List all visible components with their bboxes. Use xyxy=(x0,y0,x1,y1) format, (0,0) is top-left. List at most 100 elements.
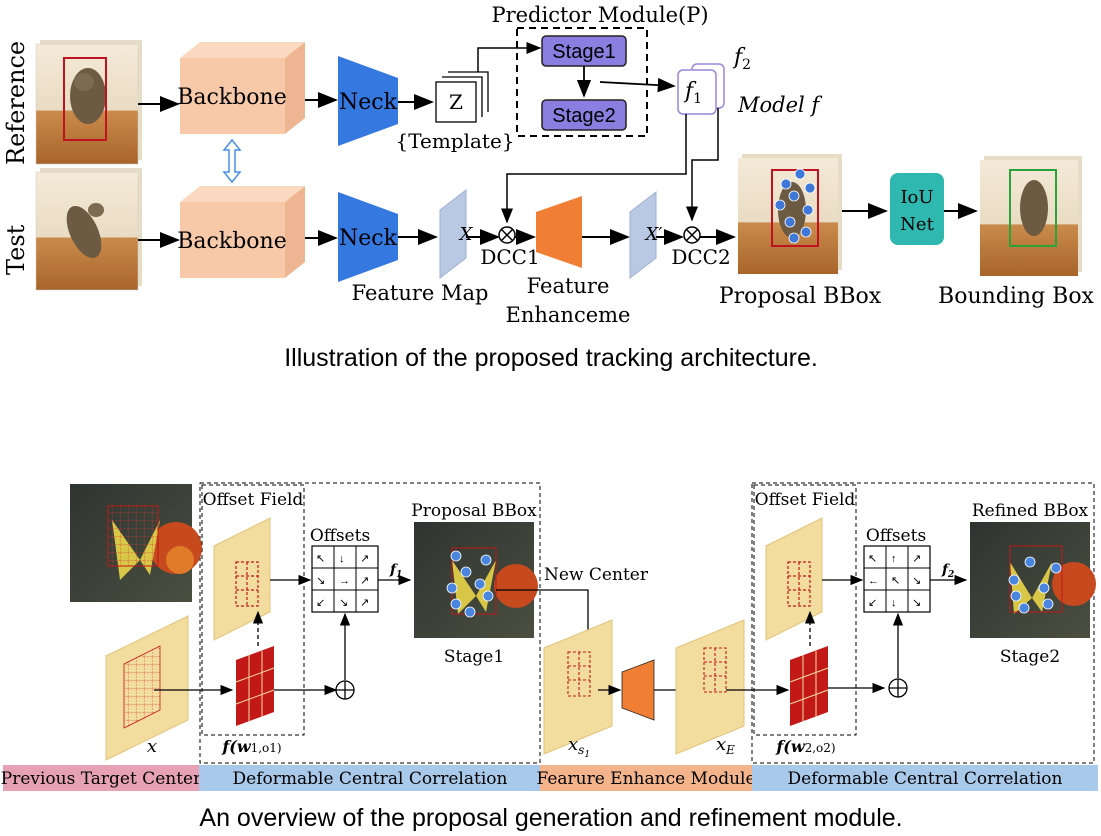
stage2-bottom-label: Stage2 xyxy=(1000,647,1060,667)
svg-text:↙: ↙ xyxy=(868,597,877,609)
svg-text:↘: ↘ xyxy=(912,597,921,609)
refined-bbox-label: Refined BBox xyxy=(972,501,1089,521)
svg-text:Deformable Central Correlation: Deformable Central Correlation xyxy=(788,769,1063,789)
svg-text:Deformable Central Correlation: Deformable Central Correlation xyxy=(233,769,508,789)
previous-target-image xyxy=(70,484,202,602)
svg-text:Z: Z xyxy=(449,90,463,114)
bottom-caption: An overview of the proposal generation a… xyxy=(199,804,902,832)
offset-field-plane-1 xyxy=(213,517,271,641)
svg-text:↖: ↖ xyxy=(868,553,877,565)
model-f-boxes: f1 xyxy=(677,63,725,115)
offsets-label-1: Offsets xyxy=(310,526,370,546)
arrow-right-icon xyxy=(501,114,687,224)
xs1-feature-plane xyxy=(543,619,613,755)
svg-text:Previous Target Center: Previous Target Center xyxy=(1,769,202,789)
reference-row-label: Reference xyxy=(2,41,30,165)
feature-map-x-prime: X′ xyxy=(629,190,663,280)
bar-dcc-2 xyxy=(752,765,1098,791)
reference-image xyxy=(35,40,142,165)
test-row-label: Test xyxy=(2,224,30,275)
bar-dcc-1 xyxy=(199,765,540,791)
predictor-title: Predictor Module(P) xyxy=(491,3,708,27)
top-caption: Illustration of the proposed tracking ar… xyxy=(284,344,818,372)
bar-feature-enhance xyxy=(540,765,752,791)
bounding-box-image xyxy=(980,156,1082,276)
neck-block-reference: Neck xyxy=(338,56,398,146)
predictor-module-box xyxy=(516,27,648,137)
proposal-bbox-bottom-label: Proposal BBox xyxy=(411,501,537,521)
svg-text:↗: ↗ xyxy=(360,597,369,609)
neck-label-test: Neck xyxy=(339,226,398,251)
offsets-grid-1: ↖ ↓ ↗ ↘ → ↗ ↙ ↘ ↗ xyxy=(311,545,379,613)
template-label: {Template} xyxy=(395,129,514,153)
model-f-label: Model f xyxy=(737,93,822,117)
svg-text:↖: ↖ xyxy=(891,575,900,587)
feature-enhance-block xyxy=(621,659,655,721)
feature-enhancement-block xyxy=(536,196,582,268)
svg-text:←: ← xyxy=(868,575,879,587)
backbone-block-reference: Backbone xyxy=(177,42,305,134)
proposal-bbox-label: Proposal BBox xyxy=(719,284,882,309)
iou-net-block: IoU Net xyxy=(890,173,944,245)
svg-text:→: → xyxy=(339,575,350,587)
backbone-label-reference: Backbone xyxy=(177,85,286,110)
offset-field-label-1: Offset Field xyxy=(203,490,304,510)
f1-bottom-label: f1 xyxy=(389,562,402,580)
x-feature-plane xyxy=(105,615,189,761)
svg-text:↘: ↘ xyxy=(316,575,325,587)
dcc-region-2 xyxy=(751,482,1095,764)
arrow-right-icon xyxy=(686,108,719,222)
template-z: Z xyxy=(435,71,489,123)
svg-text:↗: ↗ xyxy=(912,553,921,565)
xe-feature-plane xyxy=(675,619,745,755)
kernel-grid-2 xyxy=(789,646,829,726)
f2-bottom-label: f2 xyxy=(941,562,954,580)
feature-map-x: X xyxy=(439,188,474,280)
dcc-region-1 xyxy=(199,482,541,764)
kernel-grid-1 xyxy=(235,646,275,726)
offsets-grid-2: ↖ ↑ ↗ ← ↖ ↘ ↙ ↓ ↘ xyxy=(863,545,931,613)
svg-text:↘: ↘ xyxy=(912,575,921,587)
svg-text:Stage1: Stage1 xyxy=(552,41,615,63)
neck-label-reference: Neck xyxy=(339,90,398,115)
svg-text:Net: Net xyxy=(900,214,934,235)
new-center-label: New Center xyxy=(544,565,649,585)
circled-times-icon xyxy=(683,226,701,244)
backbone-block-test: Backbone xyxy=(177,186,305,278)
offset-field-box-1 xyxy=(201,484,305,736)
bar-previous-target-center xyxy=(3,765,199,791)
offset-field-plane-2 xyxy=(765,517,823,641)
svg-text:X: X xyxy=(458,224,474,245)
svg-text:↗: ↗ xyxy=(360,553,369,565)
offset-grid-1 xyxy=(235,561,259,607)
xs1-label: xs1 xyxy=(568,734,590,760)
svg-text:X′: X′ xyxy=(644,224,663,245)
offset-grid-2 xyxy=(787,561,811,607)
x-label: x xyxy=(147,736,157,757)
stage1-block: Stage1 xyxy=(541,35,627,67)
dcc1-label: DCC1 xyxy=(480,245,539,269)
arrow-right-icon xyxy=(477,42,542,72)
refined-bbox-image xyxy=(970,522,1096,638)
svg-text:↑: ↑ xyxy=(891,553,897,565)
feature-enhancement-label-1: Feature xyxy=(527,274,610,298)
svg-text:↙: ↙ xyxy=(316,597,325,609)
svg-text:Stage2: Stage2 xyxy=(552,105,615,127)
module-bars: Previous Target Center Deformable Centra… xyxy=(1,765,1098,791)
feature-enhancement-label-2: Enhanceme xyxy=(506,303,631,327)
fw2-label: f(w2,o2) xyxy=(775,737,835,756)
circled-plus-icon xyxy=(335,680,355,700)
svg-text:↘: ↘ xyxy=(339,597,348,609)
svg-text:↓: ↓ xyxy=(891,597,897,609)
test-image xyxy=(35,168,142,291)
proposal-bbox-image xyxy=(738,154,842,274)
xe-label: xE xyxy=(716,734,735,757)
bounding-box-label: Bounding Box xyxy=(938,284,1095,309)
dcc2-label: DCC2 xyxy=(671,245,730,269)
offset-field-label-2: Offset Field xyxy=(755,490,856,510)
backbone-label-test: Backbone xyxy=(177,229,286,254)
svg-text:↗: ↗ xyxy=(360,575,369,587)
neck-block-test: Neck xyxy=(338,192,398,282)
stage1-bottom-label: Stage1 xyxy=(444,647,504,667)
